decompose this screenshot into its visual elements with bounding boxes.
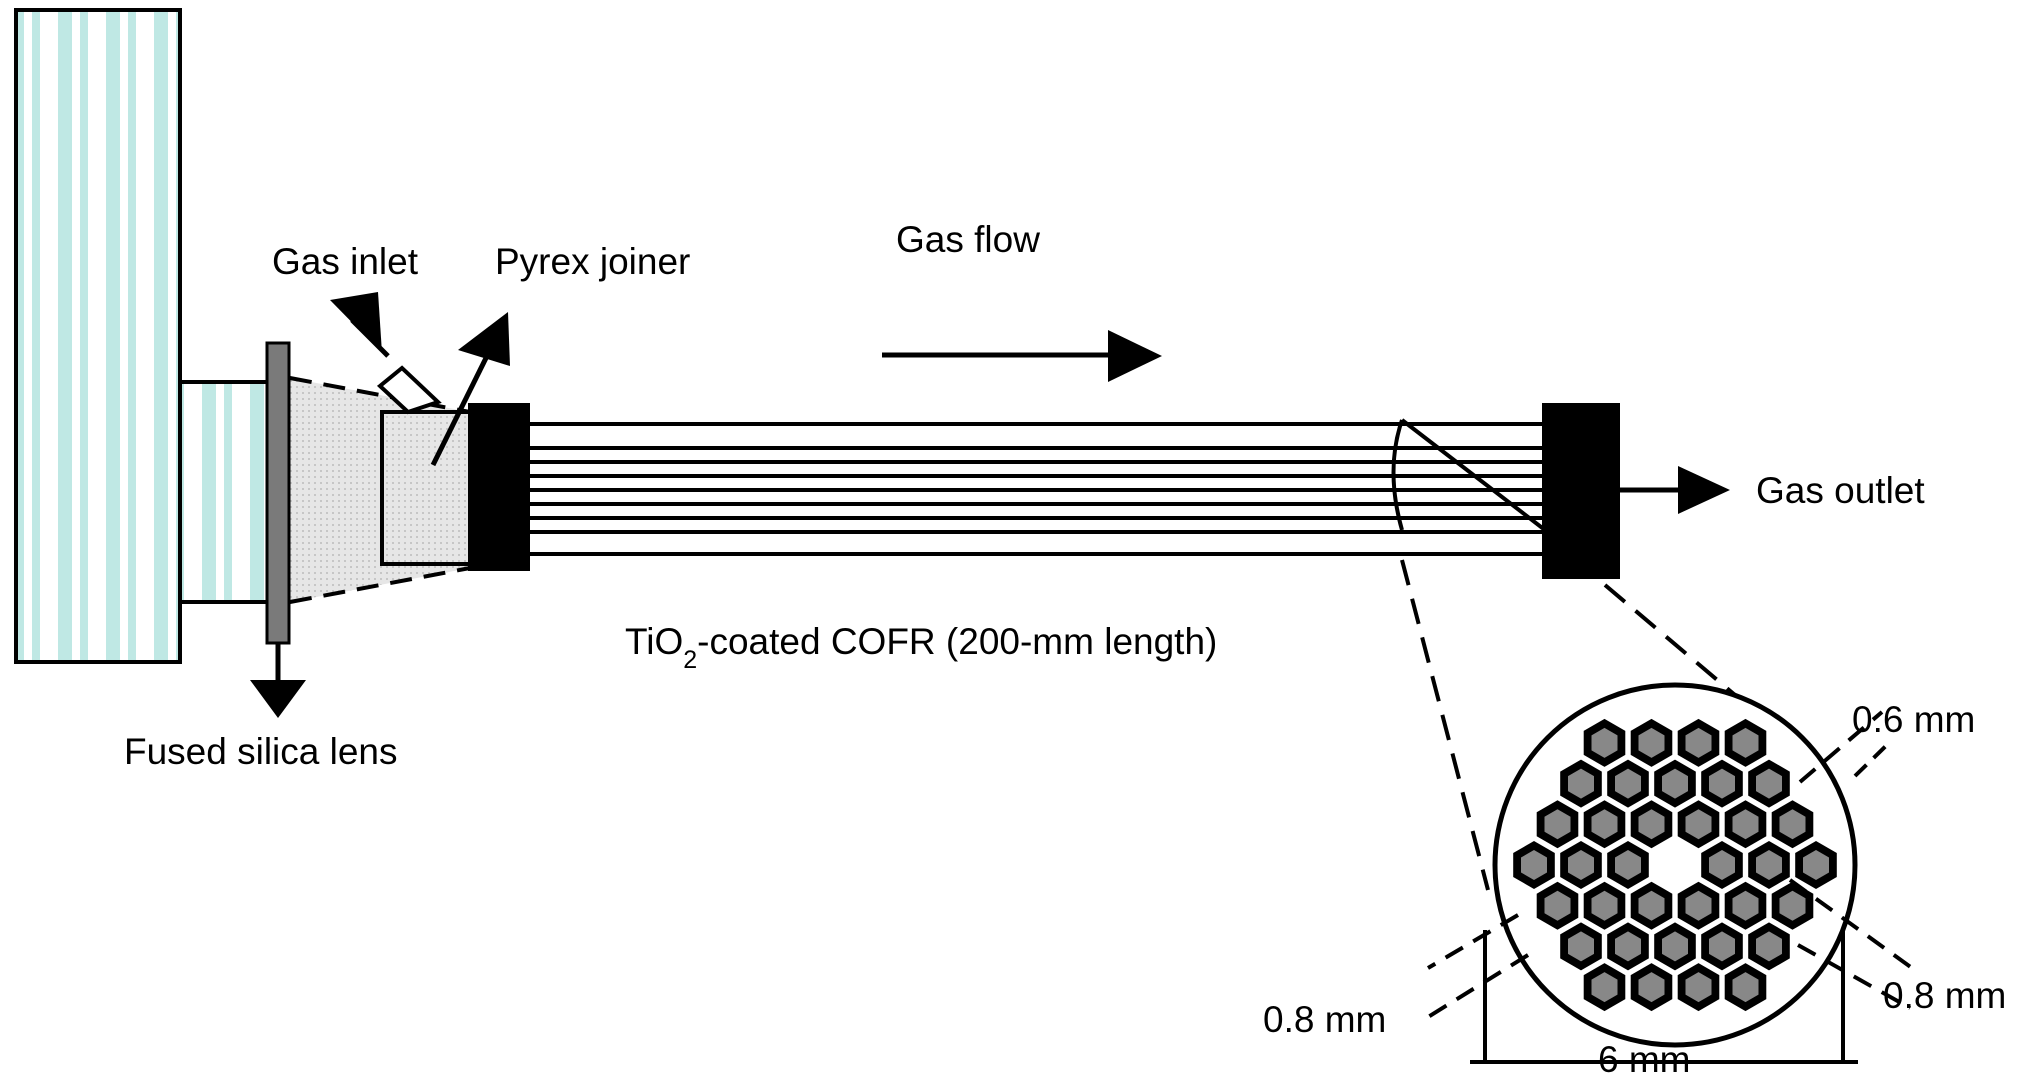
fiber-hexagon xyxy=(1583,718,1626,767)
pyrex-joiner-label: Pyrex joiner xyxy=(495,241,690,282)
gas-inlet-label: Gas inlet xyxy=(272,241,419,282)
right-end-cap xyxy=(1542,403,1620,579)
fiber-hexagon xyxy=(1536,881,1579,930)
fiber-hexagon xyxy=(1607,759,1649,808)
fiber-hexagon xyxy=(1560,922,1602,971)
fiber-hexagon xyxy=(1654,922,1696,971)
fiber-hexagon xyxy=(1748,759,1790,808)
left-end-cap xyxy=(468,403,530,571)
fiber-hexagon xyxy=(1583,881,1626,930)
fiber-hexagon xyxy=(1701,841,1743,889)
fiber-hexagon xyxy=(1630,718,1673,767)
dimension-lines xyxy=(1418,710,1914,1064)
fiber-hexagon xyxy=(1583,963,1626,1012)
fiber-hexagon xyxy=(1724,800,1767,849)
dim-6-mm-label: 6 mm xyxy=(1598,1039,1691,1080)
fiber-hexagon xyxy=(1630,963,1673,1012)
pyrex-joiner xyxy=(376,365,472,566)
fiber-hexagon xyxy=(1583,800,1626,849)
uv-lamp xyxy=(14,8,272,664)
fiber-hexagon xyxy=(1724,963,1767,1012)
fiber-hexagon xyxy=(1536,800,1579,849)
fiber-hexagon xyxy=(1724,718,1767,767)
fiber-hexagon xyxy=(1677,881,1720,930)
fiber-hexagon xyxy=(1771,881,1814,930)
zoom-lines xyxy=(1400,559,1750,891)
fiber-hexagon xyxy=(1724,881,1767,930)
fiber-hexagon xyxy=(1560,759,1602,808)
cross-section xyxy=(1492,682,1858,1048)
fiber-hexagon xyxy=(1560,841,1602,889)
fiber-hexagon xyxy=(1748,841,1790,889)
fiber-hexagon xyxy=(1771,800,1814,849)
dim-0-8-mm-left-label: 0.8 mm xyxy=(1263,999,1386,1040)
fiber-bundle xyxy=(530,418,1547,556)
fiber-hexagon xyxy=(1677,800,1720,849)
fused-silica-lens xyxy=(250,341,306,718)
gas-flow-label: Gas flow xyxy=(896,219,1040,260)
cofr-label-suffix: -coated COFR (200-mm length) xyxy=(697,621,1217,662)
fiber-hexagons xyxy=(1513,718,1837,1012)
cofr-label-prefix: TiO xyxy=(625,621,683,662)
cofr-label: TiO2-coated COFR (200-mm length) xyxy=(625,621,1217,674)
fiber-hexagon xyxy=(1654,759,1696,808)
fiber-hexagon xyxy=(1630,800,1673,849)
gas-outlet-arrow xyxy=(1620,466,1730,514)
fiber-hexagon xyxy=(1701,759,1743,808)
fiber-hexagon xyxy=(1513,841,1555,889)
dim-0-8-mm-right-label: 0.8 mm xyxy=(1883,975,2006,1016)
gas-flow-arrow xyxy=(882,330,1162,382)
fiber-hexagon xyxy=(1748,922,1790,971)
fiber-hexagon xyxy=(1607,841,1649,889)
lens-label: Fused silica lens xyxy=(124,731,398,772)
fiber-hexagon xyxy=(1795,841,1837,889)
fiber-hexagon xyxy=(1677,963,1720,1012)
fiber-hexagon xyxy=(1677,718,1720,767)
gas-inlet-arrow xyxy=(330,292,390,358)
dim-0-6-mm-label: 0.6 mm xyxy=(1852,699,1975,740)
fiber-hexagon xyxy=(1607,922,1649,971)
cofr-label-subscript: 2 xyxy=(683,646,697,674)
fiber-hexagon xyxy=(1701,922,1743,971)
pyrex-joiner-arrow xyxy=(430,312,510,467)
fiber-hexagon xyxy=(1630,881,1673,930)
gas-outlet-label: Gas outlet xyxy=(1756,470,1925,511)
